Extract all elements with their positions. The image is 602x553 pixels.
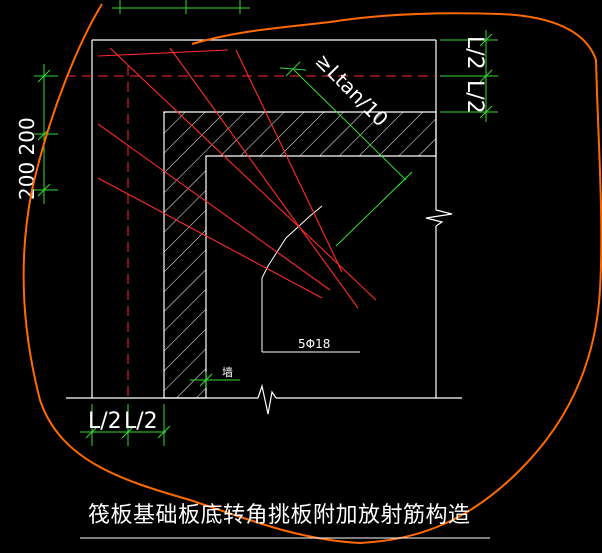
break-symbol-bottom	[257, 383, 277, 415]
right-top-dimension-label: L/2	[462, 36, 487, 70]
rebar-line	[97, 123, 331, 291]
drawing-title: 筏板基础板底转角挑板附加放射筋构造	[88, 503, 471, 528]
axis-lines	[66, 66, 436, 398]
right-bottom-dimension-label: L/2	[462, 80, 487, 114]
rebar-line	[169, 47, 359, 309]
bottom-left-dimension-label: L/2	[88, 409, 122, 434]
wall-label: 墙	[222, 365, 233, 379]
rebar-line	[235, 49, 343, 273]
dimension-lines	[34, 0, 498, 446]
rebar-line	[97, 49, 229, 57]
left-dimension-label: 200 200	[15, 117, 39, 200]
break-symbol-right	[425, 209, 453, 227]
inner-guide-lines	[261, 205, 360, 353]
rebar-label: 5Φ18	[298, 337, 330, 351]
rebar-line	[97, 177, 323, 299]
bottom-right-dimension-label: L/2	[124, 409, 158, 434]
slab-outline	[66, 39, 462, 399]
hand-drawn-circle-markup	[22, 3, 602, 545]
radial-rebars	[97, 47, 377, 309]
rebar-line	[109, 47, 377, 301]
wall-section	[163, 111, 437, 399]
